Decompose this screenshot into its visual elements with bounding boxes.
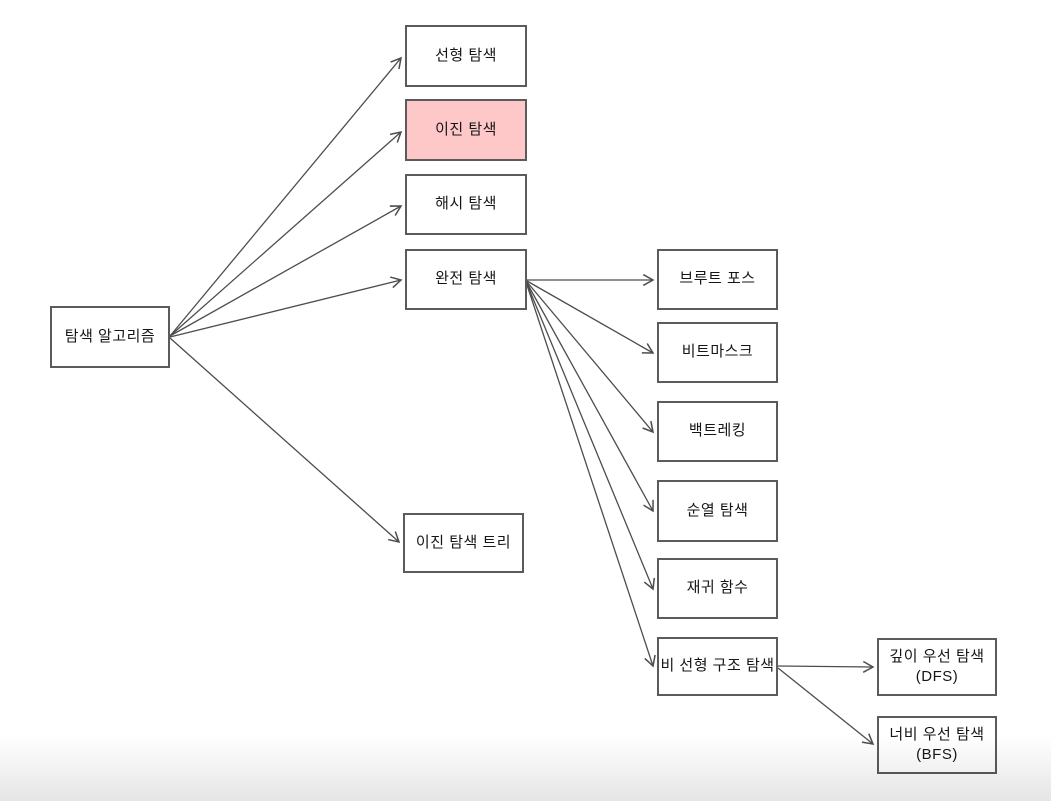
node-brute-force[interactable]: 브루트 포스 <box>657 249 778 310</box>
node-label-line2: (DFS) <box>915 668 959 685</box>
node-label: 백트레킹 <box>688 422 747 440</box>
edge-nonlinear-dfs <box>777 660 875 673</box>
node-breadth-first-search[interactable]: 너비 우선 탐색 (BFS) <box>877 716 997 774</box>
edge-exhaustive-recursion <box>526 283 656 591</box>
node-linear-search[interactable]: 선형 탐색 <box>405 25 527 87</box>
edge-root-bst <box>169 337 401 544</box>
node-label: 이진 탐색 트리 <box>415 533 512 551</box>
edge-exhaustive-nonlinear <box>526 284 656 668</box>
node-label: 선형 탐색 <box>435 46 497 64</box>
node-bitmask[interactable]: 비트마스크 <box>657 322 778 383</box>
node-nonlinear-structure-search[interactable]: 비 선형 구조 탐색 <box>657 637 778 696</box>
node-permutation-search[interactable]: 순열 탐색 <box>657 480 778 542</box>
node-depth-first-search[interactable]: 깊이 우선 탐색 (DFS) <box>877 638 997 696</box>
edge-exhaustive-backtrack <box>526 281 655 434</box>
edge-root-linear <box>169 56 402 337</box>
node-search-algorithm[interactable]: 탐색 알고리즘 <box>50 306 170 368</box>
edge-root-binary <box>169 130 403 337</box>
node-label: 완전 탐색 <box>435 270 497 288</box>
edge-exhaustive-bitmask <box>526 280 655 354</box>
node-exhaustive-search[interactable]: 완전 탐색 <box>405 249 527 310</box>
node-label: 재귀 함수 <box>686 579 749 597</box>
node-label-line1: 깊이 우선 탐색 <box>889 647 985 665</box>
edge-root-hash <box>169 205 403 337</box>
edge-nonlinear-bfs <box>777 667 875 745</box>
edge-root-exhaustive <box>169 276 403 338</box>
node-label: 비 선형 구조 탐색 <box>660 657 775 675</box>
node-label: 탐색 알고리즘 <box>64 327 156 345</box>
node-binary-search-tree[interactable]: 이진 탐색 트리 <box>403 513 524 573</box>
node-label: 브루트 포스 <box>679 270 756 288</box>
node-recursive-function[interactable]: 재귀 함수 <box>657 558 778 619</box>
node-hash-search[interactable]: 해시 탐색 <box>405 174 527 235</box>
node-backtracking[interactable]: 백트레킹 <box>657 401 778 462</box>
node-binary-search[interactable]: 이진 탐색 <box>405 99 527 161</box>
node-label: 해시 탐색 <box>435 195 497 213</box>
node-label-line1: 너비 우선 탐색 <box>889 725 985 743</box>
node-label-line2: (BFS) <box>916 746 958 763</box>
edge-exhaustive-permutation <box>526 282 654 513</box>
node-label: 순열 탐색 <box>686 501 749 519</box>
node-label: 이진 탐색 <box>435 120 497 138</box>
node-label: 비트마스크 <box>681 343 754 361</box>
